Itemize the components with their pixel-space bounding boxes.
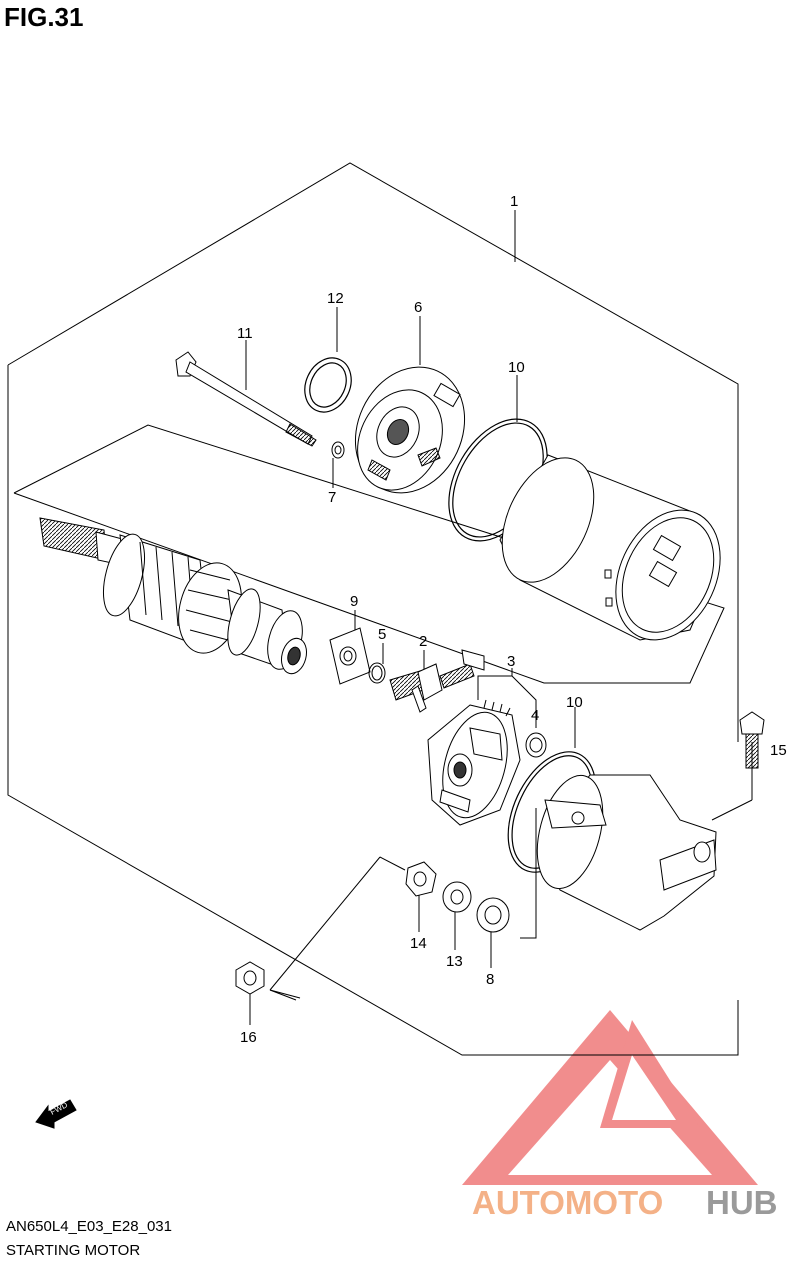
figure-code: AN650L4_E03_E28_031	[6, 1218, 172, 1235]
fwd-arrow-icon: FWD	[35, 1099, 77, 1129]
callout-7: 7	[328, 489, 336, 506]
dashed-leaders	[269, 856, 406, 1001]
through-bolt-part-11	[175, 351, 317, 447]
watermark-part2: HUB	[706, 1184, 778, 1221]
callout-numbers: 1 12 6 11 10 7 9 5 2 3 4 10 15 14 13 8 1…	[237, 193, 787, 1046]
bearing-part-4	[525, 732, 547, 758]
callout-10-upper: 10	[508, 359, 525, 376]
callout-8: 8	[486, 971, 494, 988]
yoke-housing	[499, 454, 721, 641]
ring-part-5	[368, 662, 386, 684]
plate-part-9	[329, 627, 371, 685]
callout-11: 11	[237, 325, 253, 342]
front-housing	[536, 774, 717, 931]
watermark-text: AUTOMOTO HUB	[472, 1184, 778, 1221]
nut-part-14	[405, 861, 437, 897]
callout-12: 12	[327, 290, 344, 307]
callout-5: 5	[378, 626, 386, 643]
bolt-part-15	[739, 711, 765, 769]
nut-part-16	[235, 961, 265, 995]
o-ring-part-12	[304, 357, 352, 413]
washer-part-13	[442, 881, 472, 913]
brush-part-2	[389, 649, 485, 713]
brush-holder-part-3	[427, 699, 521, 826]
washer-part-8	[476, 897, 510, 933]
callout-1: 1	[510, 193, 518, 210]
armature	[39, 517, 307, 675]
figure-title: FIG.31	[4, 2, 84, 32]
callout-14: 14	[410, 935, 427, 952]
callout-4: 4	[531, 707, 539, 724]
callout-15: 15	[770, 742, 787, 759]
callout-2: 2	[419, 633, 427, 650]
callout-13: 13	[446, 953, 463, 970]
callout-3: 3	[507, 653, 515, 670]
end-cover-part-6	[354, 366, 466, 494]
figure-name: STARTING MOTOR	[6, 1242, 141, 1259]
callout-6: 6	[414, 299, 422, 316]
callout-10-lower: 10	[566, 694, 583, 711]
watermark-part1: AUTOMOTO	[472, 1184, 663, 1221]
assembly-outline	[7, 162, 739, 1056]
callout-16: 16	[240, 1029, 257, 1046]
callout-9: 9	[350, 593, 358, 610]
washer-part-7	[331, 441, 345, 459]
watermark-logo	[462, 1010, 758, 1185]
